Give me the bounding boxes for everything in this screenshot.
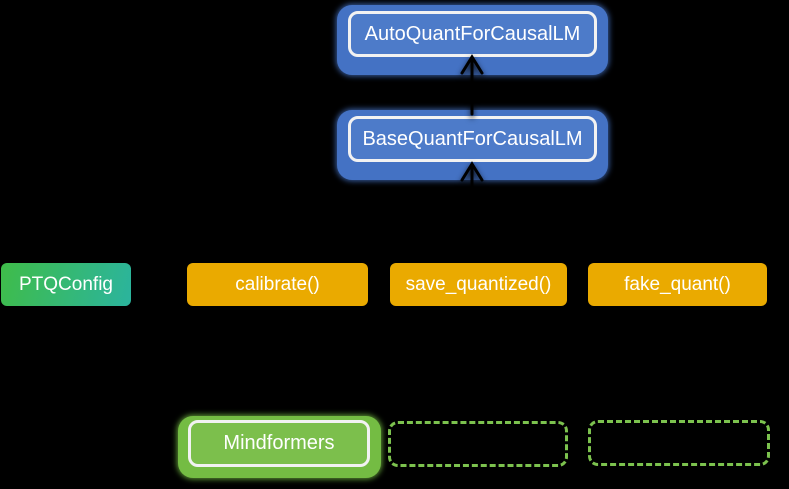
node-autoquantforcausallm: AutoQuantForCausalLM — [337, 5, 608, 75]
node-mindformers-body: Mindformers — [188, 420, 370, 467]
node-method-save-quantized: save_quantized() — [390, 263, 567, 306]
node-label: BaseQuantForCausalLM — [362, 127, 583, 150]
node-method-fake-quant: fake_quant() — [588, 263, 767, 306]
arrow-up-icon — [460, 54, 484, 116]
node-basequantforcausallm-body: BaseQuantForCausalLM — [348, 116, 597, 162]
node-label: calibrate() — [235, 273, 320, 295]
node-ptqconfig: PTQConfig — [1, 263, 131, 306]
node-method-calibrate: calibrate() — [187, 263, 368, 306]
node-label: AutoQuantForCausalLM — [364, 22, 581, 45]
node-autoquantforcausallm-body: AutoQuantForCausalLM — [348, 11, 597, 57]
node-label: fake_quant() — [624, 273, 731, 295]
node-basequantforcausallm: BaseQuantForCausalLM — [337, 110, 608, 180]
placeholder-box-2 — [588, 420, 770, 466]
node-label: PTQConfig — [19, 273, 113, 295]
node-label: Mindformers — [223, 432, 335, 454]
placeholder-box-1 — [388, 421, 568, 467]
arrow-up-icon — [460, 161, 484, 254]
node-label: save_quantized() — [405, 273, 552, 295]
node-mindformers: Mindformers — [178, 416, 381, 478]
